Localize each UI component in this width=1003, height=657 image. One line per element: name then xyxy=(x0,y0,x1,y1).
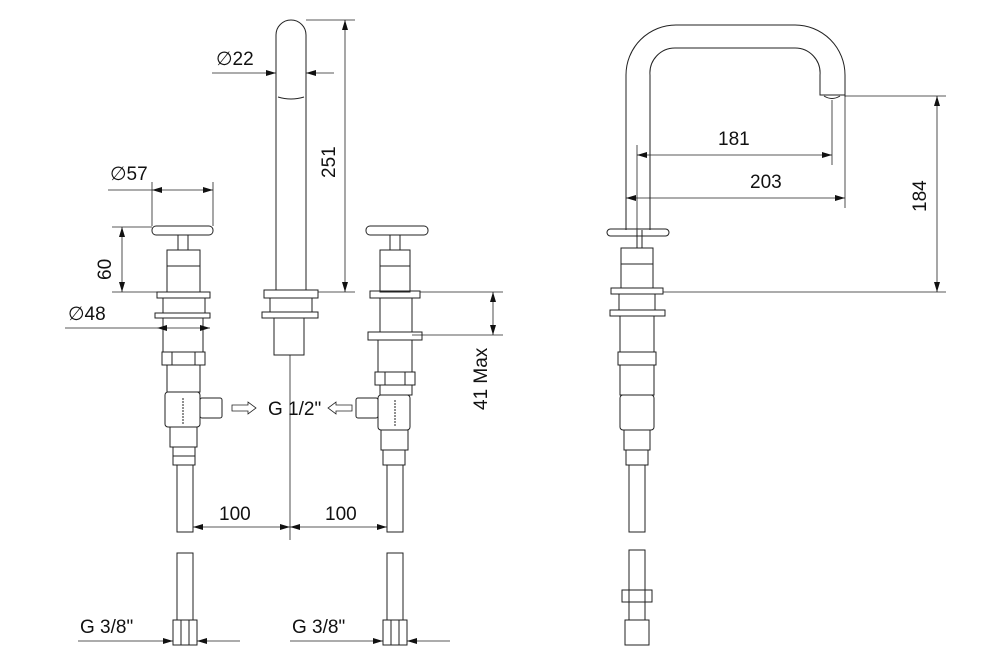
dim-spout-height: 251 xyxy=(319,146,340,178)
dim-spout-reach-inner: 181 xyxy=(718,129,750,150)
dim-body-diameter: ∅48 xyxy=(68,304,106,325)
dimension-lines xyxy=(65,19,946,644)
dim-inlet-thread-right: G 3/8" xyxy=(292,617,346,638)
dim-outlet-thread: G 1/2" xyxy=(268,399,322,420)
spout-front xyxy=(261,19,319,540)
dim-spout-diameter: ∅22 xyxy=(216,49,254,70)
dim-handle-diameter: ∅57 xyxy=(110,164,148,185)
dim-spacing-left: 100 xyxy=(219,504,251,525)
dim-spout-outlet-height: 184 xyxy=(910,180,931,212)
side-view xyxy=(606,24,846,646)
dim-inlet-thread-left: G 3/8" xyxy=(80,617,134,638)
dim-spout-reach-outer: 203 xyxy=(750,172,782,193)
dim-deck-thickness: 41 Max xyxy=(471,347,492,410)
right-valve xyxy=(355,225,429,646)
dim-handle-height: 60 xyxy=(95,258,116,280)
dim-spacing-right: 100 xyxy=(325,504,357,525)
left-valve xyxy=(151,225,223,646)
